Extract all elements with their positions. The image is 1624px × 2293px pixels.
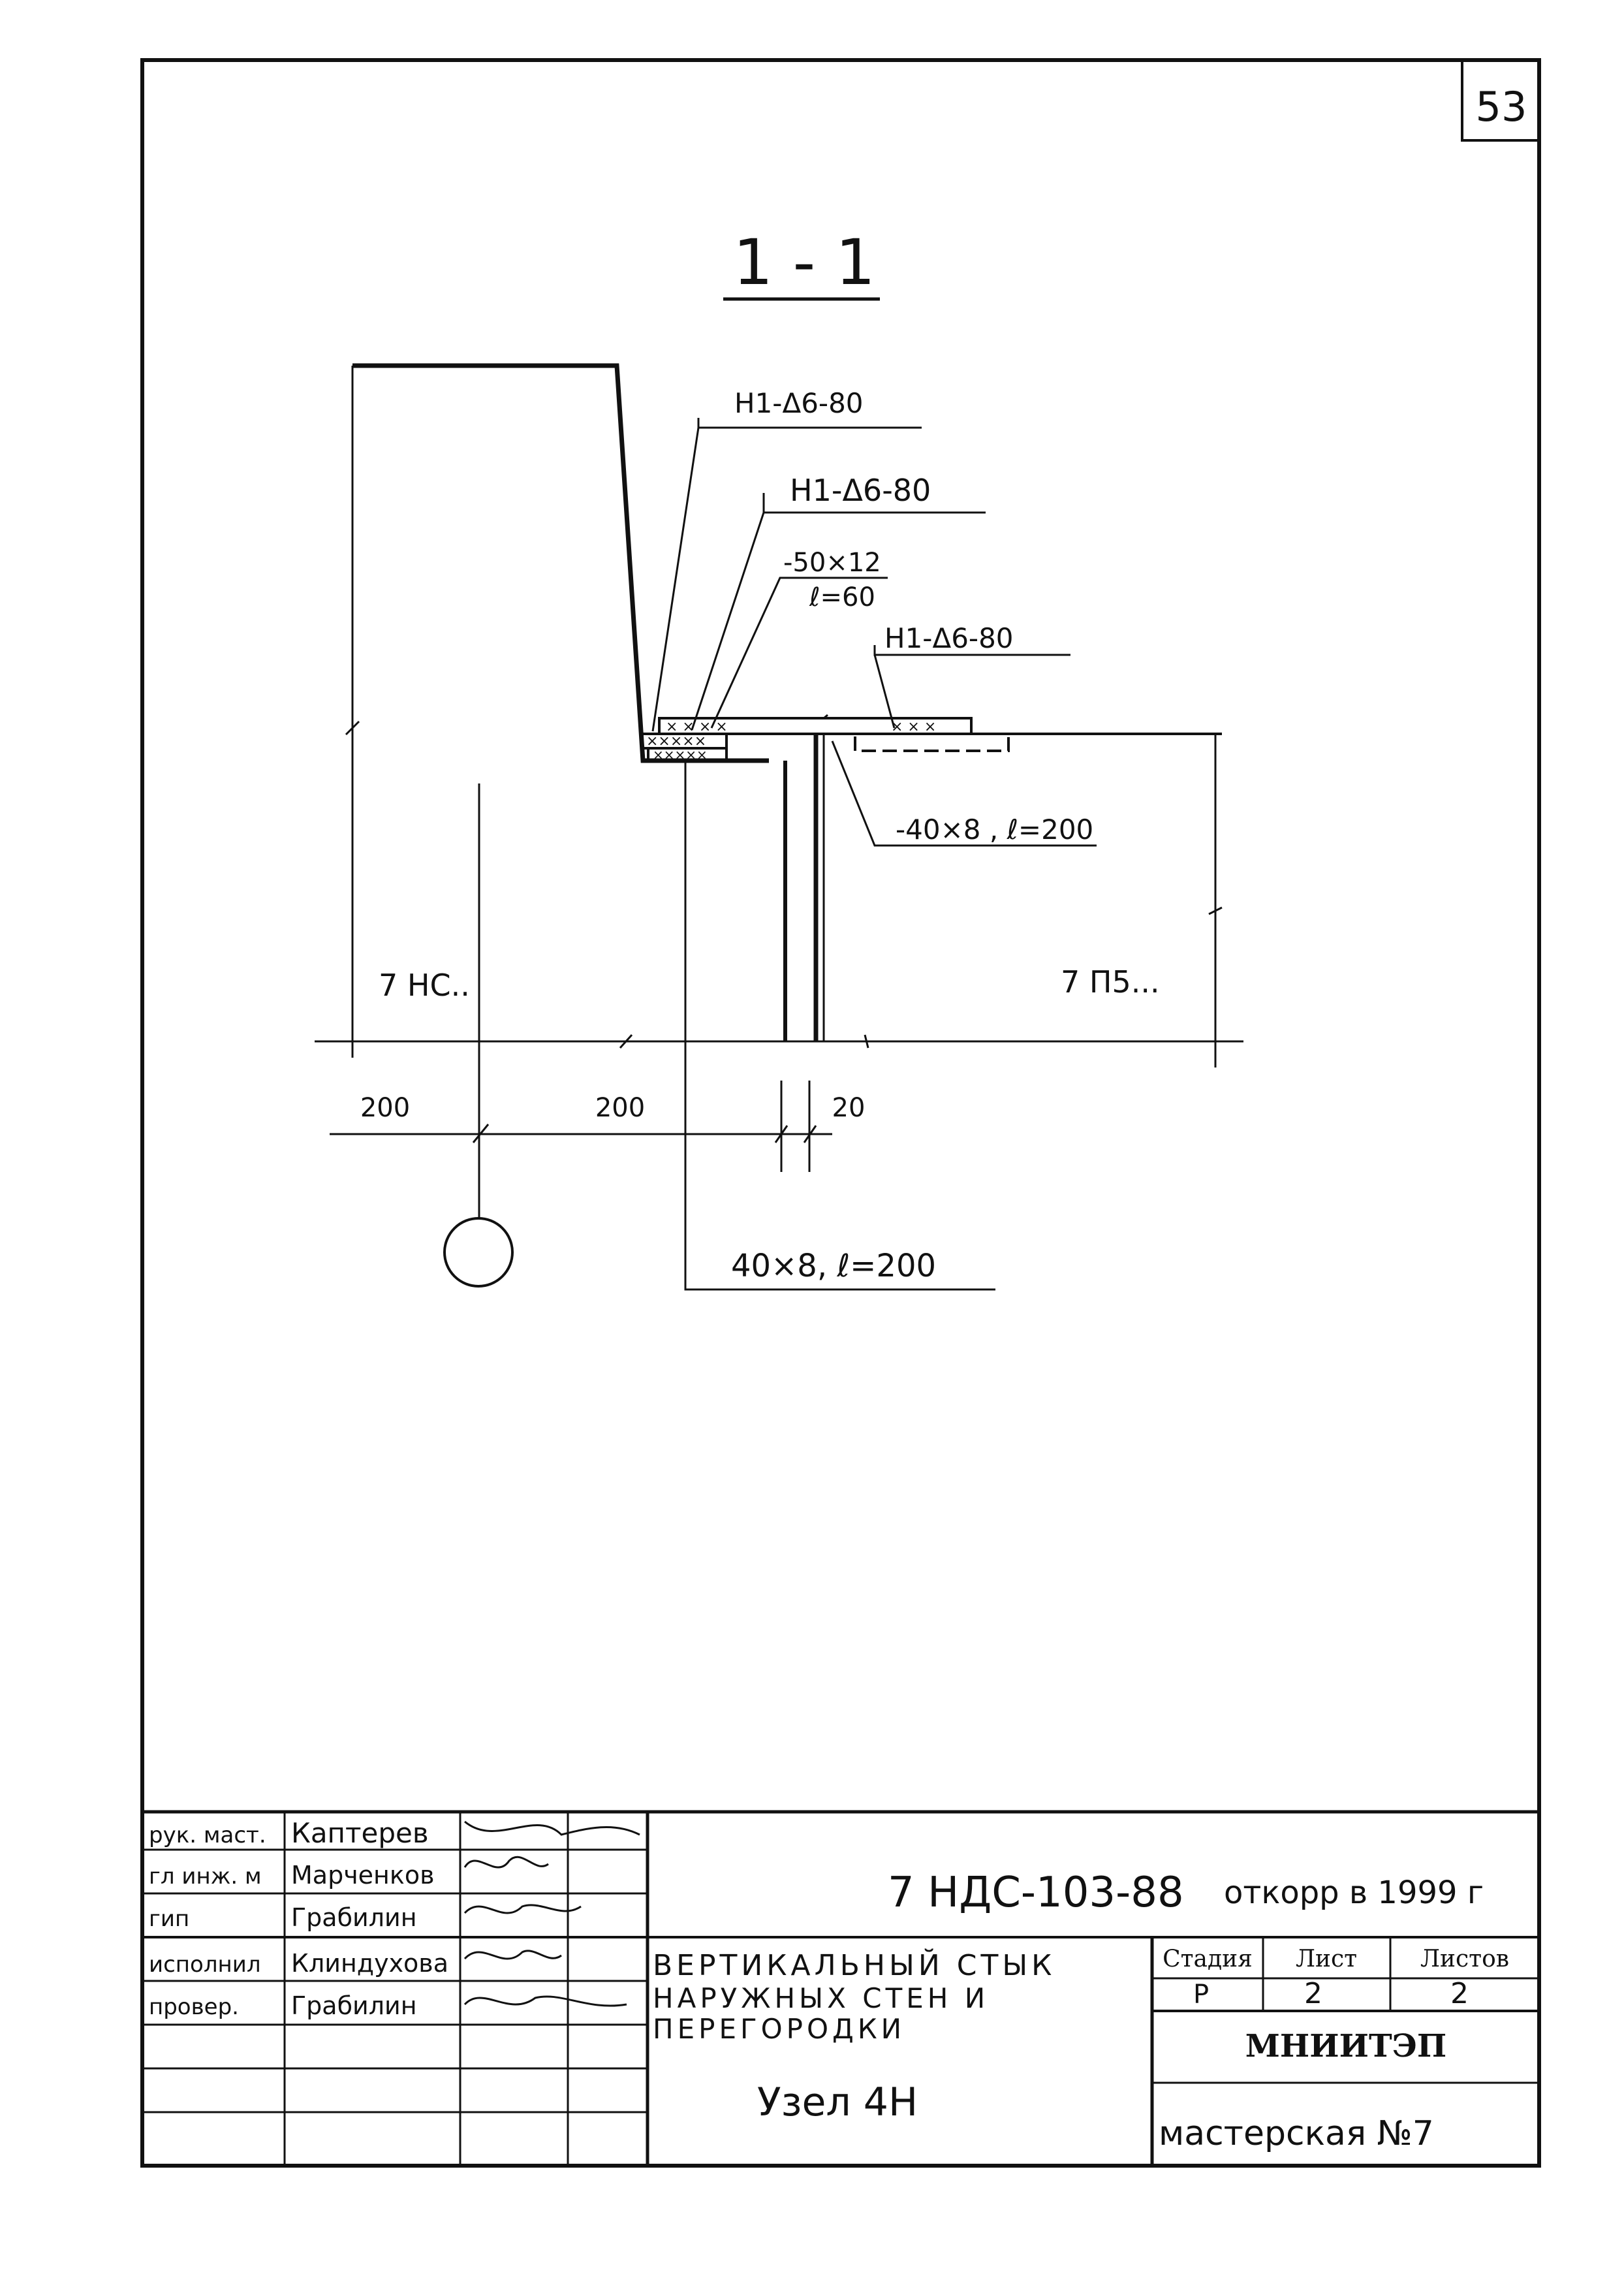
description-line-2: НАРУЖНЫХ СТЕН И [653,1982,989,2014]
dim-tick-1 [472,1124,490,1143]
organization: МНИИТЭП [1245,2028,1446,2064]
embedded-plate-bottom [647,747,728,763]
axis-tick-2 [864,1034,869,1049]
leader-weld-1 [651,418,922,732]
leader-weld-3 [873,645,1070,729]
dimension-1: 200 [360,1093,410,1123]
joint-detail: × × × × ××××× ××××× × × × [315,363,1243,1291]
wall-panel-label: 7 HC.. [379,968,470,1003]
sheets-value: 2 [1450,1977,1469,2010]
title-block-lines [142,1810,1539,2166]
callout-plate-1-length: ℓ=60 [809,582,875,612]
bottom-plate-leader [684,761,995,1291]
weld-marks-2: ××××× [646,733,706,750]
name-3: Грабилин [291,1903,417,1932]
callout-plate-3: 40×8, ℓ=200 [731,1248,936,1284]
description-line-3: ПЕРЕГОРОДКИ [653,2013,905,2045]
workshop: мастерская №7 [1159,2114,1434,2153]
sheet-header: Лист [1296,1946,1357,1972]
axis-bubble [443,1217,514,1288]
callout-plate-1-size: -50×12 [783,548,881,578]
name-5: Грабилин [291,1991,417,2020]
leader-plate-2 [831,740,1097,847]
stage-header: Стадия [1163,1946,1253,1972]
node-label: Узел 4Н [757,2080,918,2125]
callout-weld-3: H1-Δ6-80 [884,622,1014,654]
dimension-3: 20 [832,1093,866,1123]
wall-break-mark [345,720,360,736]
signatures [463,1820,640,2007]
dim-tick-2 [774,1125,789,1143]
leader-plate-1 [710,577,888,729]
callout-weld-1: H1-Δ6-80 [734,387,864,419]
wall-panel-outline [352,363,769,763]
sheet-frame [140,58,1541,2168]
axis-tick-1 [619,1034,633,1049]
name-1: Каптерев [291,1817,429,1849]
partition-dashed-plate [854,736,1010,752]
page-number-box [1461,60,1539,142]
document-note: откорр в 1999 г [1224,1874,1484,1911]
partition-panel-label: 7 П5... [1061,964,1160,1000]
small-weld-arrow [823,714,828,720]
section-title: 1 - 1 [733,226,875,299]
role-1: рук. маст. [149,1822,266,1848]
sheet-value: 2 [1304,1977,1322,2010]
role-3: гип [149,1906,189,1932]
role-2: гл инж. м [149,1863,262,1890]
document-code: 7 НДС-103-88 [888,1869,1184,1917]
page-number: 53 [1476,83,1527,131]
role-5: провер. [149,1994,239,2020]
dimension-2: 200 [595,1093,645,1123]
role-4: исполнил [149,1952,261,1978]
dim-tick-3 [803,1125,817,1143]
weld-marks-4: × × × [891,719,936,735]
name-4: Клиндухова [291,1949,448,1978]
stage-value: Р [1193,1980,1209,2010]
sheets-header: Листов [1420,1946,1509,1972]
leader-weld-2 [691,493,986,731]
callout-plate-2: -40×8 , ℓ=200 [896,814,1093,846]
description-line-1: ВЕРТИКАЛЬНЫЙ СТЫК [653,1948,1055,1982]
name-2: Марченков [291,1861,434,1890]
weld-marks-3: ××××× [653,747,708,763]
partition-break-mark [1208,906,1223,915]
weld-marks-1: × × × × [666,719,728,735]
callout-weld-2: H1-Δ6-80 [790,473,931,508]
